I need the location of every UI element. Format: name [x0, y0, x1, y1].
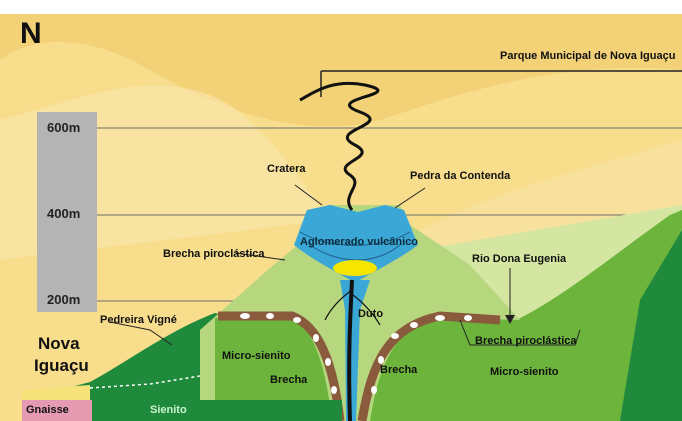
label-sienito: Sienito — [150, 404, 187, 416]
scale-tick-200: 200m — [47, 292, 80, 307]
scale-tick-400: 400m — [47, 206, 80, 221]
label-pedreira-vigne: Pedreira Vigné — [100, 314, 177, 326]
label-brecha-right: Brecha — [380, 364, 417, 376]
label-brecha-piroclastica-left: Brecha piroclástica — [163, 248, 265, 260]
label-brecha-left: Brecha — [270, 374, 307, 386]
place-line1: Nova — [38, 334, 80, 354]
scale-tick-600: 600m — [47, 120, 80, 135]
label-duto: Duto — [358, 308, 383, 320]
label-aglomerado-vulcanico: Aglomerado vulcânico — [300, 236, 418, 248]
label-pedra-da-contenda: Pedra da Contenda — [410, 170, 510, 182]
label-brecha-piroclastica-right: Brecha piroclástica — [475, 335, 577, 347]
sienito-layer — [92, 400, 342, 421]
north-label: N — [20, 17, 42, 51]
label-cratera: Cratera — [267, 163, 306, 175]
label-micro-sienito-right: Micro-sienito — [490, 366, 558, 378]
label-gnaisse: Gnaisse — [26, 404, 69, 416]
lava-lake — [333, 260, 377, 276]
label-rio-dona-eugenia: Rio Dona Eugenia — [472, 253, 566, 265]
park-label: Parque Municipal de Nova Iguaçu — [500, 50, 675, 62]
place-line2: Iguaçu — [34, 356, 89, 376]
label-micro-sienito-left: Micro-sienito — [222, 350, 290, 362]
